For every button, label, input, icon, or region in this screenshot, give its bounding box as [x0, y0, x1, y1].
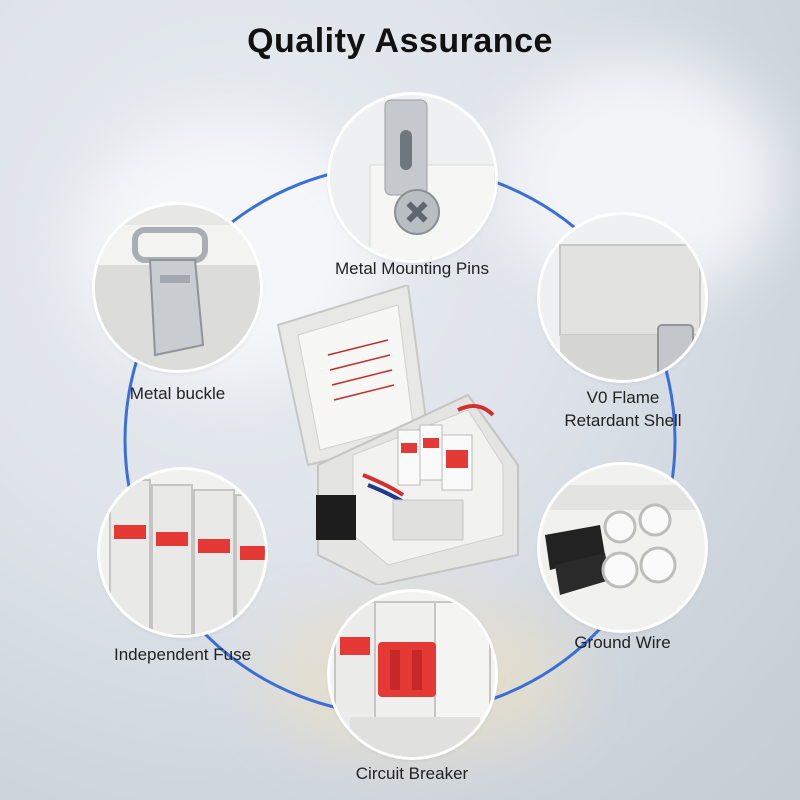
fuse-holder-icon	[100, 470, 265, 635]
ground-wire-bubble	[540, 465, 705, 630]
buckle-latch-icon	[95, 205, 260, 370]
ground-wire-label: Ground Wire	[574, 633, 671, 652]
circuit-breaker-bubble	[330, 592, 495, 757]
page-title: Quality Assurance	[247, 22, 553, 60]
combiner-box-photo	[268, 285, 538, 585]
v0-flame-shell-bubble	[540, 215, 705, 380]
cable-gland-icon	[540, 465, 705, 630]
enclosure-corner-icon	[540, 215, 705, 380]
metal-buckle-label: Metal buckle	[129, 384, 226, 403]
metal-mounting-pins-label: Metal Mounting Pins	[334, 259, 490, 278]
metal-buckle-bubble	[95, 205, 260, 370]
mounting-bracket-icon	[330, 95, 495, 260]
circuit-breaker-label: Circuit Breaker	[355, 764, 469, 783]
v0-flame-shell-label: V0 Flame Retardant Shell	[564, 388, 682, 430]
metal-mounting-pins-bubble	[330, 95, 495, 260]
independent-fuse-bubble	[100, 470, 265, 635]
independent-fuse-label: Independent Fuse	[113, 645, 252, 664]
breaker-switch-icon	[330, 592, 495, 757]
